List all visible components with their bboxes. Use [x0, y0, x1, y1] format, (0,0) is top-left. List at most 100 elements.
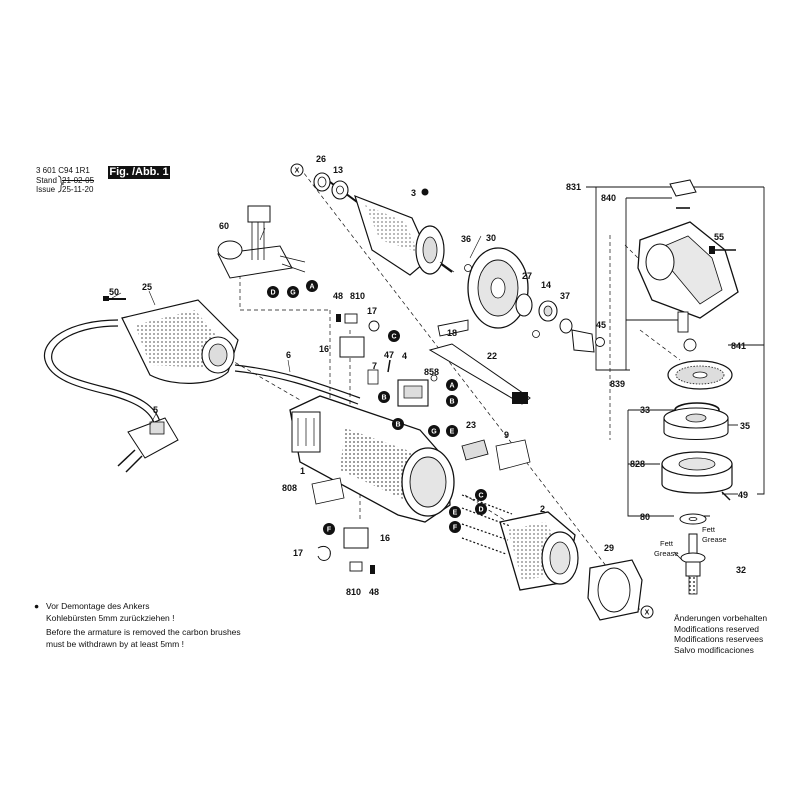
part-label-33: 33: [640, 405, 650, 415]
svg-text:X: X: [645, 610, 650, 617]
grease-label-bottom-2: Grease: [654, 549, 679, 558]
modifications-de: Änderungen vorbehalten: [674, 613, 768, 623]
svg-text:C: C: [391, 334, 396, 341]
part-label-13: 13: [333, 165, 343, 175]
modifications-en: Modifications reserved: [674, 623, 760, 634]
part-label-80: 80: [640, 512, 650, 522]
part-label-60: 60: [219, 221, 229, 231]
svg-text:A: A: [309, 284, 314, 291]
electronics-module: [217, 205, 306, 279]
note-en-line2: must be withdrawn by at least 5mm !: [46, 639, 184, 649]
part-label-35: 35: [740, 421, 750, 431]
svg-text:X: X: [295, 168, 300, 175]
marker-x-top: X: [290, 163, 304, 177]
marker-g-mid: G: [428, 425, 440, 437]
marker-c-lower: C: [475, 489, 487, 501]
pinion-45: [571, 329, 605, 353]
part-label-47: 47: [384, 350, 394, 360]
part-label-50: 50: [109, 287, 119, 297]
part-label-16-upper: 16: [319, 344, 329, 354]
svg-text:F: F: [327, 527, 332, 534]
part-label-17-upper: 17: [367, 306, 377, 316]
part-label-18: 18: [447, 328, 457, 338]
part-label-22: 22: [487, 351, 497, 361]
air-guide: [587, 559, 643, 621]
grease-label-top-1: Fett: [702, 525, 716, 534]
part-label-23: 23: [466, 420, 476, 430]
marker-x-bottom: X: [640, 605, 654, 619]
svg-text:D: D: [478, 507, 483, 514]
part-label-16-lower: 16: [380, 533, 390, 543]
connection-markers: D G A C A B B B G E C D E F F X X: [267, 163, 654, 619]
part-label-25: 25: [142, 282, 152, 292]
gear-head: [637, 179, 739, 352]
modifications-note: Änderungen vorbehalten Modifications res…: [674, 613, 767, 655]
part-label-7: 7: [372, 361, 377, 371]
note-bullet: ●: [34, 601, 40, 611]
part-label-808: 808: [282, 483, 297, 493]
marker-b-left: B: [378, 391, 390, 403]
bearing-flange: [464, 247, 529, 329]
ring-27: [515, 293, 533, 317]
grease-label-bottom-1: Fett: [660, 539, 674, 548]
mains-plug: [117, 417, 179, 473]
part-label-17-lower: 17: [293, 548, 303, 558]
stand-label: Stand: [36, 176, 57, 185]
part-label-828: 828: [630, 459, 645, 469]
nut-26: [313, 172, 331, 192]
figure-label: Fig. /Abb. 1: [108, 166, 170, 179]
part-label-55: 55: [714, 232, 724, 242]
marker-c-upper: C: [388, 330, 400, 342]
marker-b-switch: B: [446, 395, 458, 407]
svg-text:A: A: [449, 383, 454, 390]
part-label-2: 2: [540, 504, 545, 514]
terminal-screws: [461, 494, 513, 555]
part-label-45: 45: [596, 320, 606, 330]
note-de-line1: Vor Demontage des Ankers: [46, 601, 150, 611]
marker-d-lower: D: [475, 503, 487, 515]
svg-text:C: C: [478, 493, 483, 500]
part-label-858: 858: [424, 367, 439, 377]
svg-text:B: B: [381, 395, 386, 402]
bearing-flange-35: [663, 407, 729, 441]
part-label-32: 32: [736, 565, 746, 575]
marker-e-lower: E: [449, 506, 461, 518]
part-label-30: 30: [486, 233, 496, 243]
modifications-fr: Modifications reservees: [674, 634, 764, 644]
marker-f-lower: F: [449, 521, 461, 533]
marker-d-top: D: [267, 286, 279, 298]
bearing-14: [538, 300, 558, 322]
spindle-flange: [661, 451, 733, 501]
rear-cover: [121, 299, 239, 384]
motor-housing: [289, 395, 455, 523]
spindle: [673, 533, 706, 595]
part-label-37: 37: [560, 291, 570, 301]
switch-unit: [397, 379, 429, 407]
reference-brackets: [586, 186, 765, 517]
svg-text:G: G: [290, 290, 296, 297]
screws-small: [336, 314, 438, 574]
part-label-48-lower: 48: [369, 587, 379, 597]
part-label-3: 3: [411, 188, 416, 198]
svg-text:G: G: [431, 429, 437, 436]
power-cord: [43, 319, 361, 426]
armature: [329, 181, 453, 276]
marker-e-mid: E: [446, 425, 458, 437]
leader-lines: [111, 227, 482, 426]
part-label-5: 5: [153, 405, 158, 415]
bevel-gear: [667, 360, 733, 390]
nameplate-23: [461, 439, 489, 461]
bearing-13: [331, 180, 349, 200]
screw-50: [103, 296, 126, 301]
svg-text:B: B: [395, 422, 400, 429]
part-label-9: 9: [504, 430, 509, 440]
note-en-line1: Before the armature is removed the carbo…: [46, 627, 241, 637]
part-label-839: 839: [610, 379, 625, 389]
part-label-48-upper: 48: [333, 291, 343, 301]
part-label-26: 26: [316, 154, 326, 164]
svg-text:D: D: [270, 290, 275, 297]
note-de-line2: Kohlebürsten 5mm zurückziehen !: [46, 613, 175, 623]
marker-f-brush: F: [323, 523, 335, 535]
svg-text:F: F: [453, 525, 458, 532]
part-number-labels: 1 2 3 4 5 6 7 9 13 14 16 16 17 17 18 22 …: [109, 154, 750, 597]
